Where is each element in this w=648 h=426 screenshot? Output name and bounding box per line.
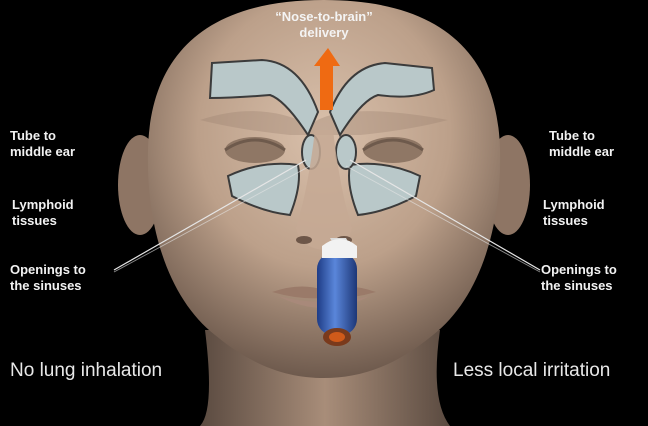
spray-device-body xyxy=(317,253,357,335)
less-local-irritation-label: Less local irritation xyxy=(453,360,610,382)
right-tube-label: Tube to middle ear xyxy=(549,128,614,160)
left-openings-label: Openings to the sinuses xyxy=(10,262,86,294)
left-nostril xyxy=(296,236,312,244)
no-lung-inhalation-label: No lung inhalation xyxy=(10,360,162,382)
right-lymphoid-label: Lymphoid tissues xyxy=(543,197,605,229)
right-ethmoid-sinus xyxy=(336,135,356,169)
left-tube-label: Tube to middle ear xyxy=(10,128,75,160)
diagram-title: “Nose-to-brain” delivery xyxy=(254,9,394,41)
left-lymphoid-label: Lymphoid tissues xyxy=(12,197,74,229)
right-openings-label: Openings to the sinuses xyxy=(541,262,617,294)
